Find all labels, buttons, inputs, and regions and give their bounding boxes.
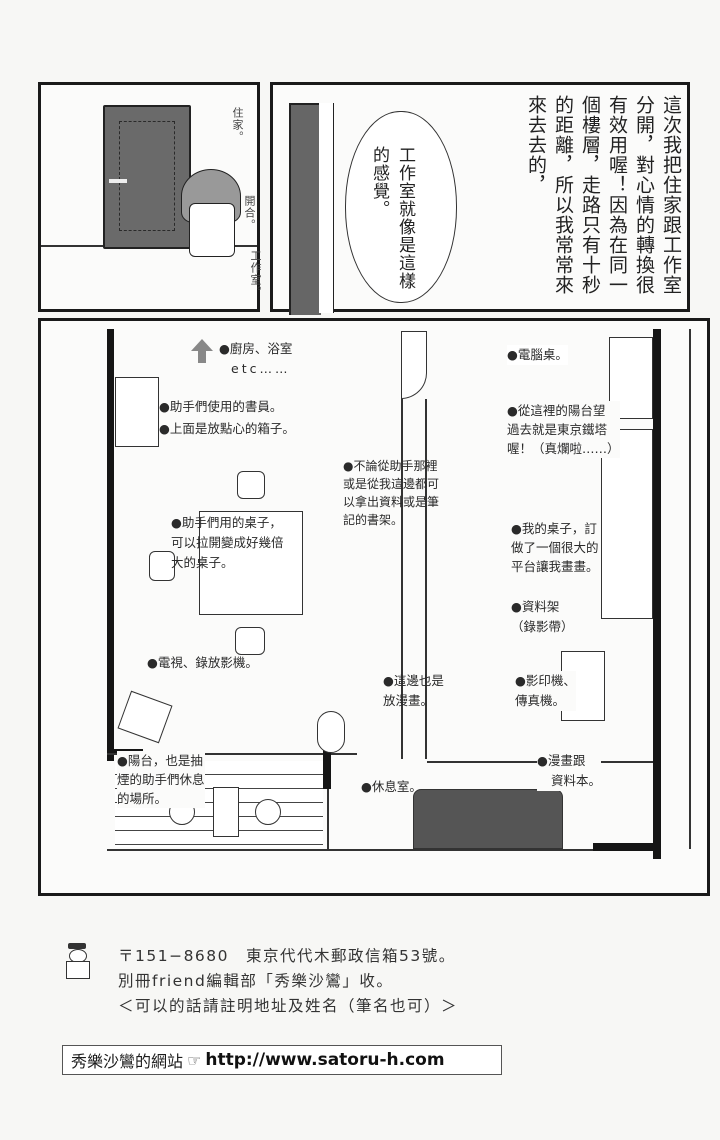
label-assistant-table: ●助手們用的桌子， 可以拉開變成好幾倍 大的桌子。 (171, 515, 284, 570)
my-desk (601, 429, 653, 619)
wall-bottom-thick (593, 843, 661, 851)
lounge-sofa (413, 789, 563, 849)
address-line-3: ＜可以的話請註明地址及姓名（筆名也可）＞ (118, 997, 459, 1015)
label-assistant-books: ●助手們使用的書員。 (159, 399, 283, 414)
speech-bubble-text: 工作室就像是這樣的感覺。 (369, 146, 415, 290)
narration-line-5: 的距離，所以我常常來 (552, 95, 574, 295)
label-lounge: ●休息室。 (361, 779, 422, 794)
label-comics-here: ●這邊也是 放漫畫。 (383, 673, 444, 708)
partition-right (425, 399, 427, 759)
tv-set (117, 690, 173, 744)
chair-bottom (235, 627, 265, 655)
balcony-chair-2 (255, 799, 281, 825)
door-handle (109, 179, 127, 183)
partition-left (401, 399, 403, 759)
top-comic-strip: 住家。 開合。 工作室。 工作室就像是這樣的感覺。 這次我把住家跟工作室 分開，… (38, 82, 690, 315)
website-label: 秀樂沙鸞的網站 (71, 1052, 184, 1071)
door-illustration (103, 105, 191, 249)
label-bookshelf: ●不論從助手那裡 或是從我這邊都可 以拿出資料或是筆 記的書架。 (343, 459, 440, 527)
narration-line-1: 這次我把住家跟工作室 (660, 95, 682, 295)
panel-home-door: 住家。 開合。 工作室。 (38, 82, 262, 312)
chair-left (149, 551, 175, 581)
studio-door-illustration (289, 103, 321, 315)
label-balcony: ●陽台，也是抽 煙的助手們休息 的場所。 (117, 751, 205, 808)
wall-balcony-top-thin (107, 753, 357, 755)
speech-bubble: 工作室就像是這樣的感覺。 (345, 111, 457, 303)
address-line-1: 〒151−8680 東京代代木郵政信箱53號。 (118, 947, 456, 965)
wall-balcony-right (323, 749, 331, 789)
assistant-book-cabinet (115, 377, 159, 447)
label-kitchen: ●廚房、浴室 etc…… (219, 341, 293, 376)
chair-top (237, 471, 265, 499)
assistant-table (199, 511, 303, 615)
website-link[interactable]: http://www.satoru-h.com (205, 1050, 445, 1070)
label-snack-box: ●上面是放點心的箱子。 (159, 421, 295, 436)
label-computer-desk: ●電腦桌。 (507, 345, 568, 365)
label-my-desk: ●我的桌子，訂 做了一個很大的 平台讓我畫畫。 (511, 519, 599, 576)
narration-line-4: 個樓層，走路只有十秒 (579, 95, 601, 295)
wall-balcony-right-thin (327, 789, 329, 849)
label-tv: ●電視、錄放影機。 (147, 655, 258, 670)
website-box: 秀樂沙鸞的網站 ☞ http://www.satoru-h.com (62, 1045, 502, 1075)
label-open-close: 開合。 (243, 195, 256, 231)
pointing-hand-icon: ☞ (187, 1050, 202, 1070)
narration-line-2: 分開，對心情的轉換很 (633, 95, 655, 295)
wall-left (107, 329, 114, 761)
up-arrow-icon (191, 339, 213, 351)
trash-can (317, 711, 345, 753)
label-copier: ●影印機、 傳真機。 (515, 671, 576, 711)
up-arrow-stem (198, 351, 206, 363)
label-comics-refs: ●漫畫跟 資料本。 (537, 751, 602, 791)
balcony-bench (213, 787, 239, 837)
label-tokyo-tower: ●從這裡的陽台望 過去就是東京鐵塔 喔！（真爛啦……） (507, 401, 620, 458)
narration-line-6: 來去去的， (525, 95, 547, 195)
panel-studio-door: 工作室就像是這樣的感覺。 這次我把住家跟工作室 分開，對心情的轉換很 有效用喔！… (270, 82, 690, 315)
floor-plan: ●廚房、浴室 etc…… ●助手們使用的書員。 ●上面是放點心的箱子。 ●助手們… (38, 318, 710, 896)
label-reference-rack: ●資料架 （錄影帶） (511, 599, 574, 634)
partition-door (401, 331, 427, 399)
mail-character-icon (64, 943, 90, 979)
narration-line-3: 有效用喔！因為在同一 (606, 95, 628, 295)
address-line-2: 別冊friend編輯部「秀樂沙鸞」收。 (118, 972, 394, 990)
label-workroom: 工作室。 (249, 250, 262, 298)
label-home: 住家。 (231, 107, 244, 143)
wall-right-outer (689, 329, 691, 849)
wall-bottom (107, 849, 661, 851)
narration-block: 這次我把住家跟工作室 分開，對心情的轉換很 有效用喔！因為在同一 個樓層，走路只… (523, 95, 683, 305)
character-body (189, 203, 235, 257)
wall-right (653, 329, 661, 859)
